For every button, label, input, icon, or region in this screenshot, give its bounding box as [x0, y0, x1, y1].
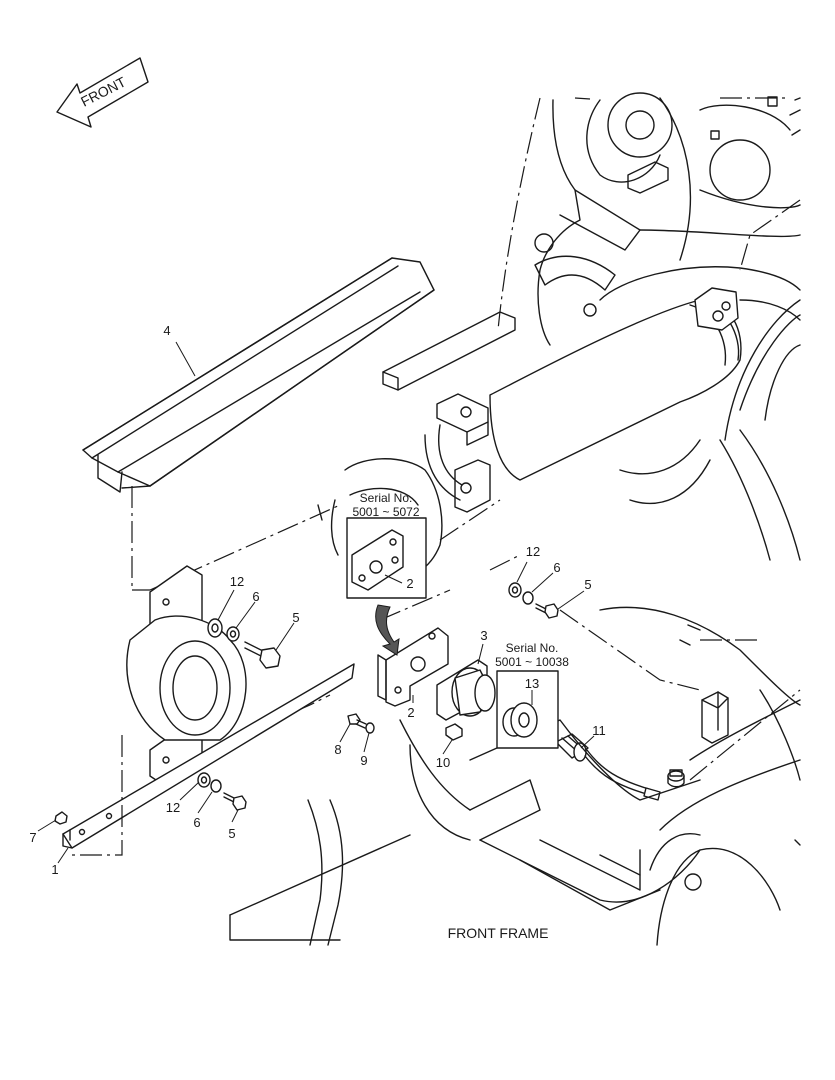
guard-cover-part [82, 257, 435, 493]
callout-4: 4 [163, 323, 170, 338]
callout-12: 12 [526, 544, 540, 559]
leader-lines [37, 341, 595, 864]
bracket-part [375, 604, 449, 707]
callout-3: 3 [480, 628, 487, 643]
serial-box-1-line2: 5001 ~ 5072 [352, 505, 419, 519]
serial-box-1: Serial No. 5001 ~ 5072 2 [346, 491, 427, 599]
front-arrow-icon: FRONT [56, 57, 149, 128]
callout-6: 6 [193, 815, 200, 830]
callout-9: 9 [360, 753, 367, 768]
callout-5: 5 [292, 610, 299, 625]
callout-11: 11 [592, 723, 606, 738]
front-frame-lower [229, 606, 801, 946]
frame-label: FRONT FRAME [448, 925, 549, 941]
callout-12: 12 [230, 574, 244, 589]
hardware [54, 582, 559, 825]
callout-5: 5 [584, 577, 591, 592]
serial-box-2-line1: Serial No. [506, 641, 559, 655]
serial-box-2: Serial No. 5001 ~ 10038 13 [495, 641, 569, 749]
callout-12: 12 [166, 800, 180, 815]
serial-box-2-part: 13 [525, 676, 539, 691]
callout-10: 10 [436, 755, 450, 770]
callout-5: 5 [228, 826, 235, 841]
arm-body [62, 458, 521, 856]
callout-1: 1 [51, 862, 58, 877]
hydraulic-cylinder [424, 287, 801, 561]
callout-8: 8 [334, 742, 341, 757]
serial-box-2-line2: 5001 ~ 10038 [495, 655, 569, 669]
callout-7: 7 [29, 830, 36, 845]
callout-6: 6 [553, 560, 560, 575]
callout-6: 6 [252, 589, 259, 604]
serial-box-1-part: 2 [406, 576, 413, 591]
callout-2: 2 [407, 705, 414, 720]
callouts: 4 12 6 5 12 6 5 7 1 8 9 2 3 10 12 6 5 13… [29, 323, 605, 877]
frame-background [382, 92, 801, 441]
serial-box-1-line1: Serial No. [360, 491, 413, 505]
